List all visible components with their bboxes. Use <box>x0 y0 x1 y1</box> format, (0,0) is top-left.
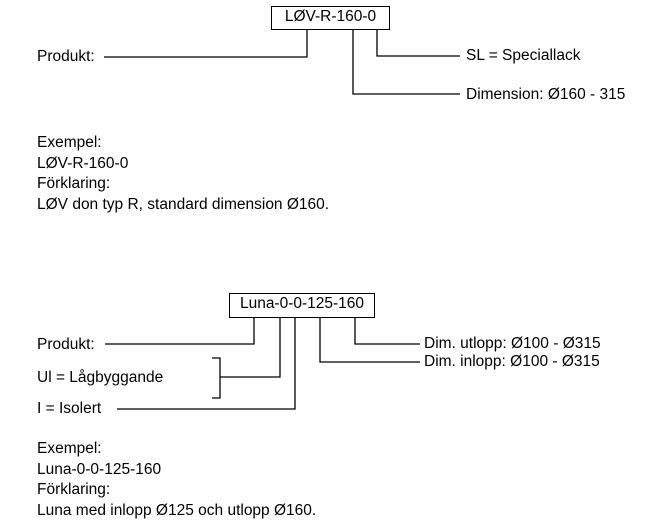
d2-inlopp-line <box>319 318 420 363</box>
d2-produkt-line <box>105 318 255 345</box>
d1-explain-text: LØV don typ R, standard dimension Ø160. <box>37 195 330 213</box>
d2-label-produkt: Produkt: <box>37 336 95 353</box>
d1-label-sl: SL = Speciallack <box>466 47 581 64</box>
d1-example-heading: Exempel: <box>37 134 102 151</box>
d2-explain-heading: Förklaring: <box>37 481 111 498</box>
d1-explain-heading: Förklaring: <box>37 175 111 192</box>
d2-label-utlopp: Dim. utlopp: Ø100 - Ø315 <box>424 335 601 352</box>
d1-code-box: LØV-R-160-0 <box>271 6 390 30</box>
d2-code-box: Luna-0-0-125-160 <box>229 293 375 318</box>
d2-label-i: I = Isolert <box>37 400 102 417</box>
d2-label-ul: Ul = Lågbyggande <box>37 369 164 386</box>
d2-utlopp-line <box>354 318 420 345</box>
d1-label-produkt: Produkt: <box>37 48 95 65</box>
d1-sl-line <box>376 30 460 57</box>
d1-label-dimension: Dimension: Ø160 - 315 <box>466 86 626 103</box>
d2-label-inlopp: Dim. inlopp: Ø100 - Ø315 <box>424 353 600 370</box>
d2-example-block: Exempel: Luna-0-0-125-160 Förklaring: Lu… <box>37 439 316 521</box>
d2-code: Luna-0-0-125-160 <box>239 295 365 312</box>
d2-example-code: Luna-0-0-125-160 <box>37 460 162 478</box>
d1-dimension-line <box>352 30 460 95</box>
d1-code: LØV-R-160-0 <box>284 8 377 25</box>
d2-ul-line <box>220 318 281 378</box>
d2-explain-text: Luna med inlopp Ø125 och utlopp Ø160. <box>37 501 317 519</box>
d1-example-code: LØV-R-160-0 <box>37 154 129 172</box>
d2-example-heading: Exempel: <box>37 440 102 457</box>
d1-produkt-line <box>104 30 308 58</box>
d2-i-line <box>117 318 296 410</box>
d2-ul-bracket <box>212 357 221 399</box>
d1-example-block: Exempel: LØV-R-160-0 Förklaring: LØV don… <box>37 133 329 215</box>
